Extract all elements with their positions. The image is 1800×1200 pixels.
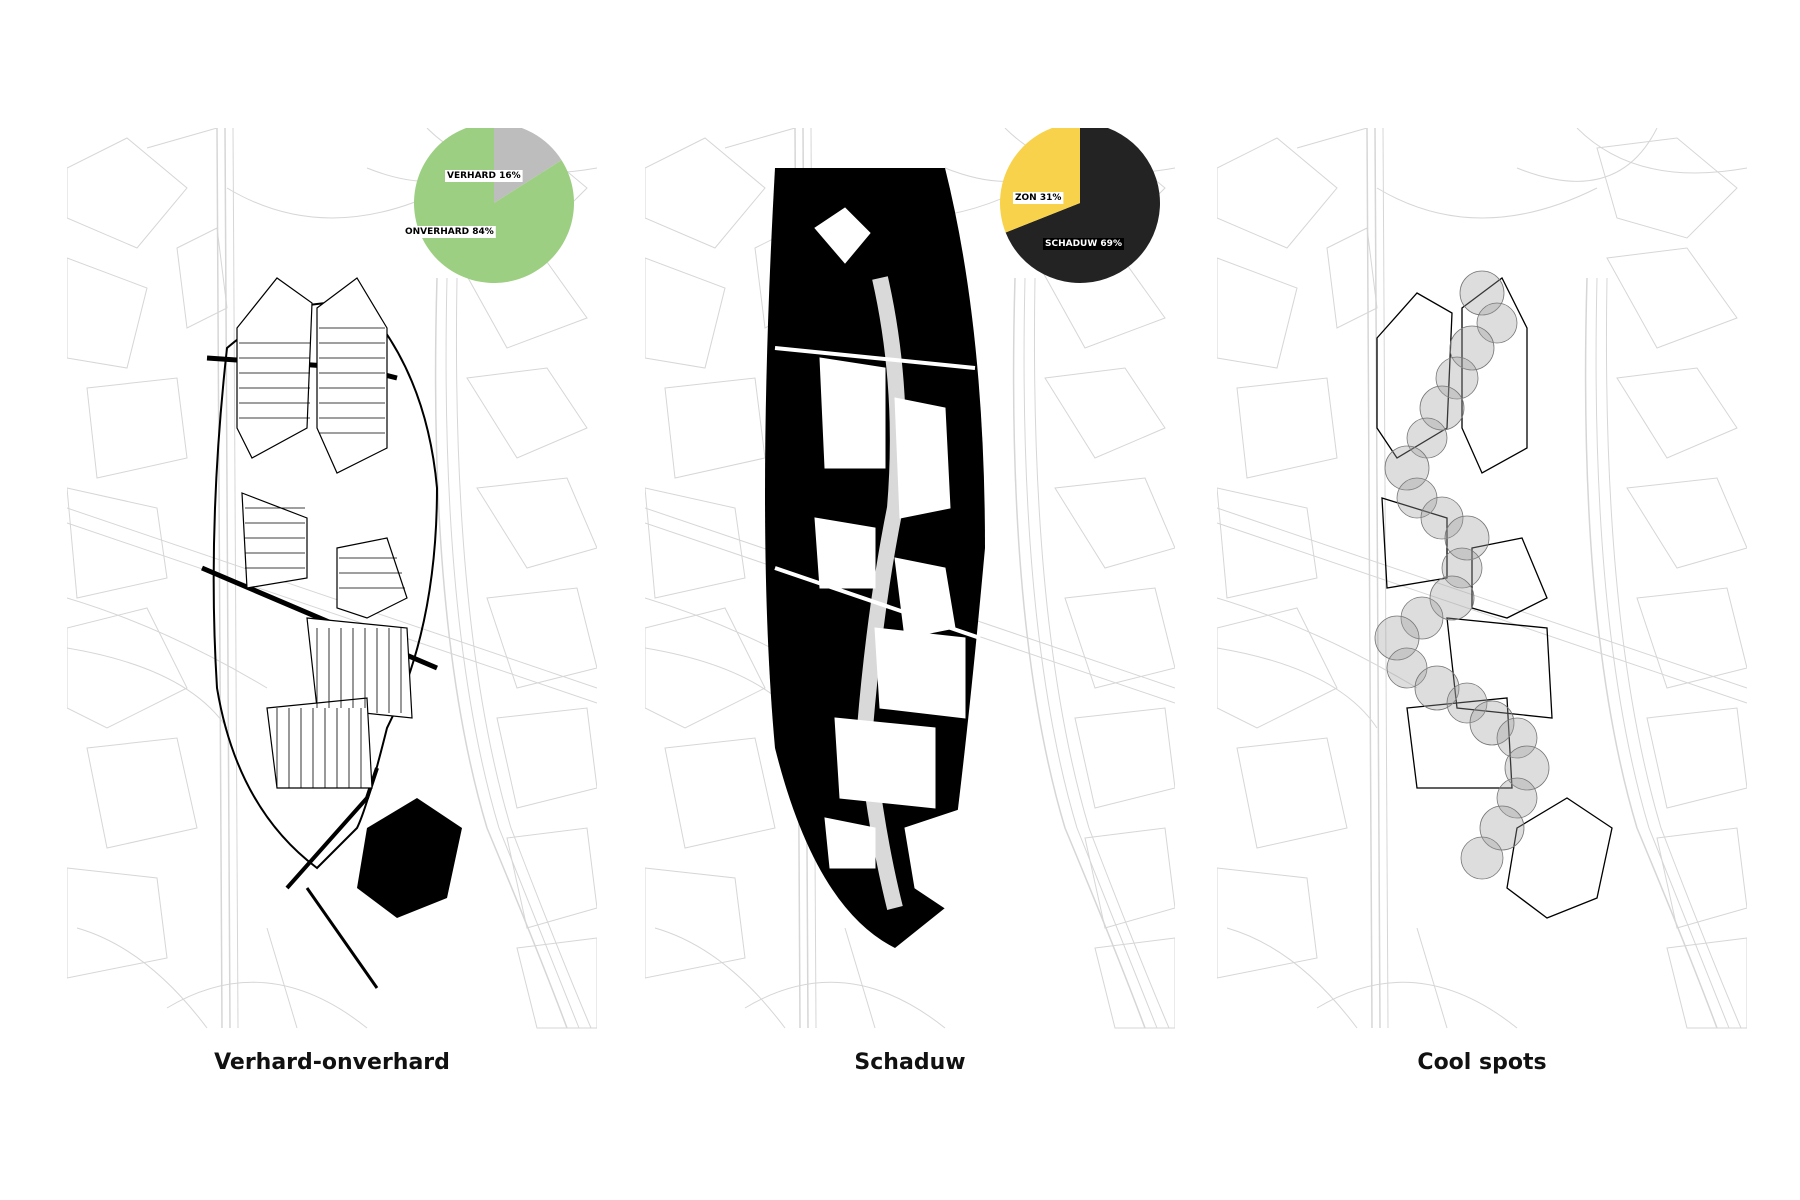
caption-verhard-onverhard: Verhard-onverhard bbox=[214, 1050, 450, 1075]
pie-label-verhard: VERHARD 16% bbox=[447, 171, 521, 181]
pie-label-onverhard: ONVERHARD 84% bbox=[405, 227, 494, 237]
pie-slice-0 bbox=[494, 128, 562, 203]
pie-label-bg bbox=[403, 226, 496, 238]
caption-schaduw: Schaduw bbox=[854, 1050, 966, 1075]
pie-verhard bbox=[414, 128, 574, 283]
pie-schaduw bbox=[1000, 128, 1160, 283]
cool-spots bbox=[1374, 270, 1550, 880]
map-panel-cool-spots bbox=[1217, 128, 1747, 1030]
map-verhard: VERHARD 16% ONVERHARD 84% bbox=[67, 128, 597, 1029]
pie-slice-1 bbox=[1000, 128, 1080, 233]
pie-slice-1 bbox=[414, 128, 574, 283]
map-cool-spots bbox=[1217, 128, 1747, 1029]
pie-label-zon: ZON 31% bbox=[1015, 193, 1061, 203]
map-panel-schaduw: ZON 31% SCHADUW 69% bbox=[645, 128, 1175, 1030]
pie-label-schaduw: SCHADUW 69% bbox=[1045, 239, 1122, 249]
map-panel-verhard: VERHARD 16% ONVERHARD 84% bbox=[67, 128, 597, 1030]
caption-cool-spots: Cool spots bbox=[1417, 1050, 1547, 1075]
pie-label-bg bbox=[445, 170, 523, 182]
map-schaduw: ZON 31% SCHADUW 69% bbox=[645, 128, 1175, 1029]
pie-label-bg bbox=[1013, 192, 1064, 204]
pie-label-bg bbox=[1043, 238, 1124, 250]
